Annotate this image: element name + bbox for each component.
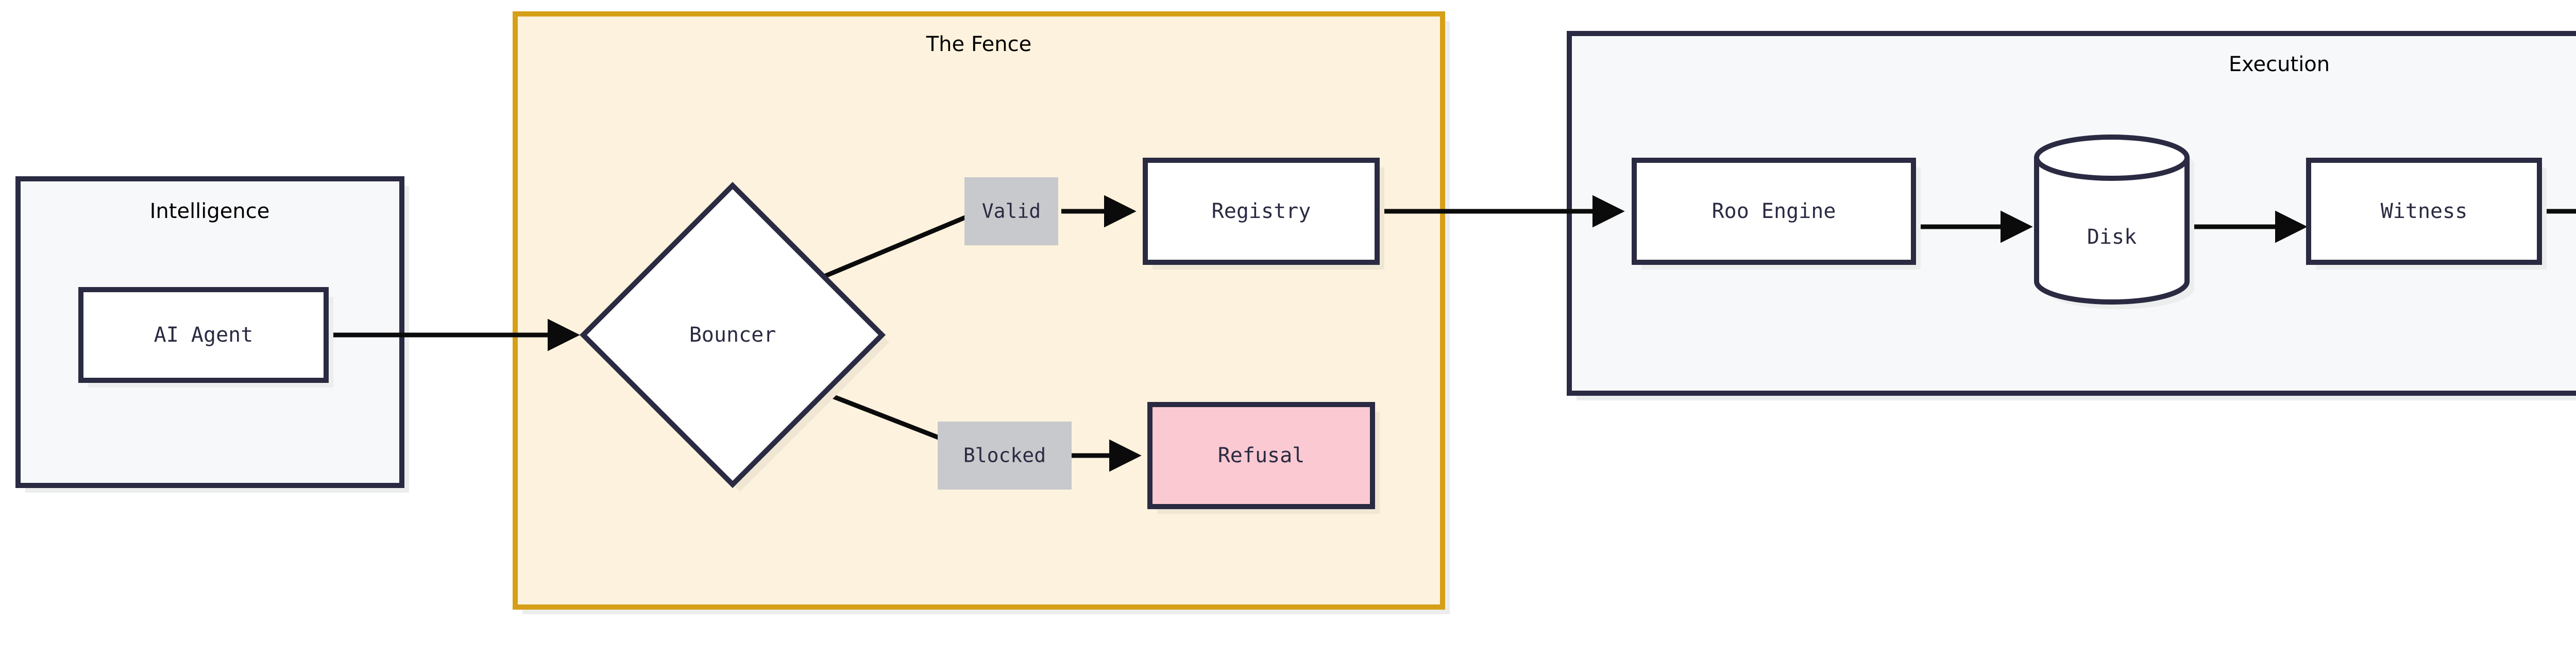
witness-label: Witness (2381, 199, 2468, 223)
node-witness[interactable]: Witness (2306, 158, 2547, 270)
node-disk[interactable]: Disk (2034, 135, 2194, 309)
node-registry[interactable]: Registry (1143, 158, 1384, 270)
node-ai-agent[interactable]: AI Agent (78, 287, 333, 388)
intelligence-title: Intelligence (150, 199, 270, 223)
registry-label: Registry (1212, 199, 1311, 223)
disk-label: Disk (2087, 225, 2137, 249)
disk-cylinder-body[interactable] (2034, 135, 2190, 305)
roo-engine-label: Roo Engine (1712, 199, 1836, 223)
execution-title: Execution (2229, 53, 2330, 76)
bouncer-diamond[interactable] (579, 181, 886, 489)
roo-engine-box[interactable] (1632, 158, 1916, 265)
node-refusal[interactable]: Refusal (1147, 402, 1380, 514)
disk-cylinder-top-ellipse (2034, 157, 2190, 181)
refusal-label: Refusal (1218, 444, 1305, 467)
edge-bouncer-to-valid[interactable] (822, 211, 975, 279)
fence-title: The Fence (926, 32, 1032, 56)
edge-label-blocked[interactable]: Blocked (938, 422, 1072, 490)
blocked-label-bg (938, 422, 1072, 490)
valid-label-text: Valid (982, 200, 1041, 223)
blocked-label-text: Blocked (963, 444, 1046, 467)
ai-agent-label: AI Agent (154, 323, 253, 347)
edge-bouncer-to-blocked[interactable] (822, 390, 957, 447)
edge-label-valid[interactable]: Valid (964, 177, 1058, 245)
node-bouncer[interactable]: Bouncer (579, 181, 889, 492)
bouncer-label: Bouncer (689, 323, 776, 347)
registry-box[interactable] (1143, 158, 1380, 265)
valid-label-bg (964, 177, 1058, 245)
subgraph-the-fence[interactable]: The Fence (513, 11, 1450, 614)
witness-box[interactable] (2306, 158, 2542, 265)
refusal-box[interactable] (1147, 402, 1375, 509)
edge-group (326, 195, 2576, 472)
node-roo-engine[interactable]: Roo Engine (1632, 158, 1921, 270)
ai-agent-box[interactable] (78, 287, 329, 383)
